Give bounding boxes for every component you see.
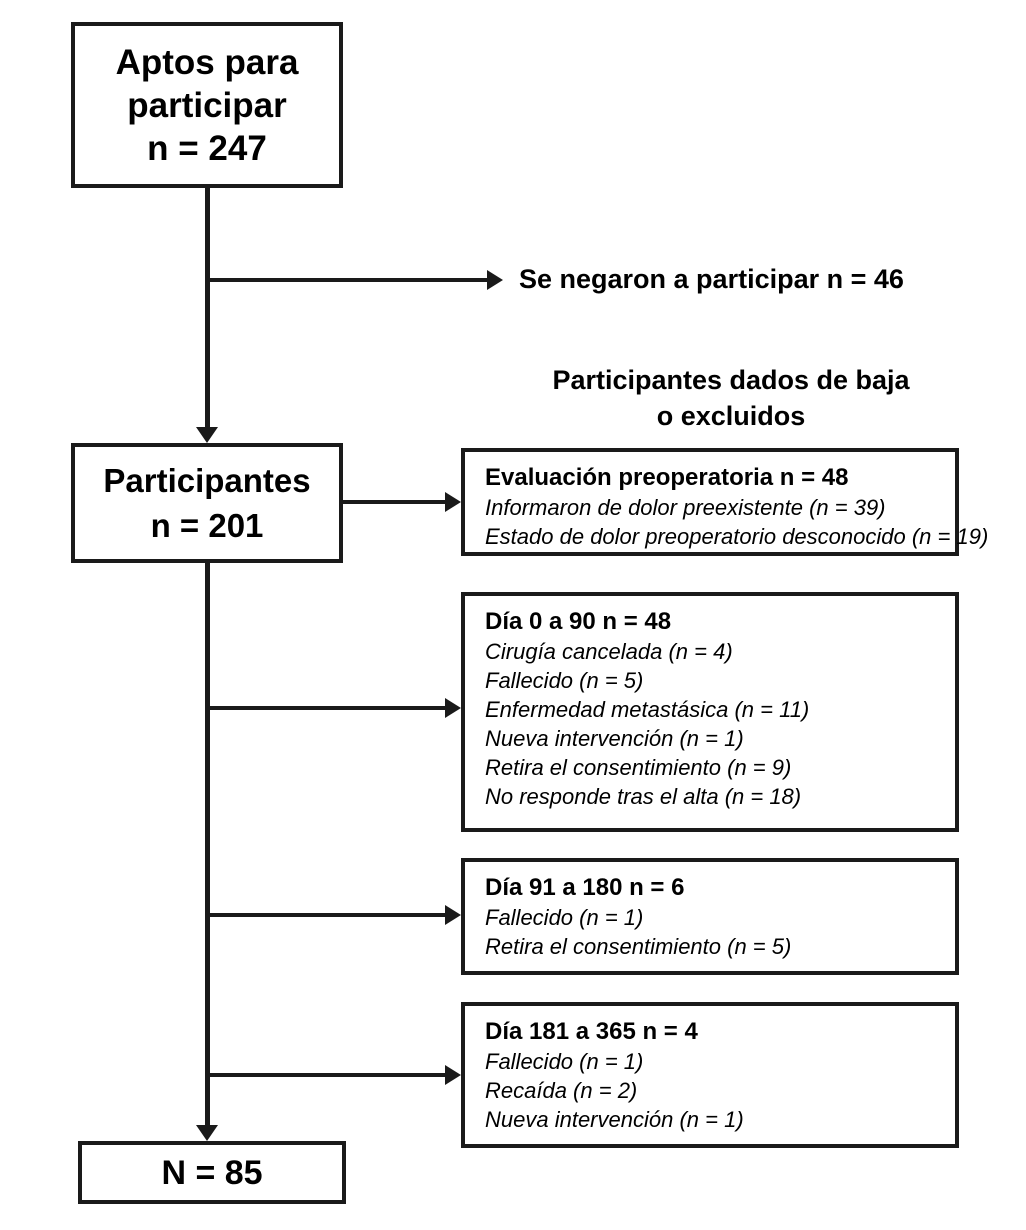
exclusion-box-day181-365-item: Recaída (n = 2) [485, 1078, 638, 1103]
exclusion-box-day181-365-item: Nueva intervención (n = 1) [485, 1107, 744, 1132]
exclusion-box-day0-90: Día 0 a 90 n = 48 Cirugía cancelada (n =… [461, 592, 959, 832]
connector-to-preop-box [341, 500, 445, 504]
node-participants-count: n = 201 [150, 507, 264, 544]
exclusion-box-day0-90-item: Enfermedad metastásica (n = 11) [485, 697, 810, 722]
heading-excluded-participants: Participantes dados de baja o excluidos [501, 362, 961, 434]
exclusion-box-day0-90-title: Día 0 a 90 n = 48 [485, 608, 672, 635]
arrowhead-to-final [196, 1125, 218, 1141]
heading-excluded-line2: o excluidos [656, 401, 806, 431]
arrowhead-to-day0-90-box [445, 698, 461, 718]
arrowhead-to-refused [487, 270, 503, 290]
node-participants-label: Participantes [103, 462, 311, 499]
exclusion-box-day91-180: Día 91 a 180 n = 6 Fallecido (n = 1) Ret… [461, 858, 959, 975]
exclusion-box-day91-180-item: Fallecido (n = 1) [485, 905, 644, 930]
arrowhead-to-day181-365-box [445, 1065, 461, 1085]
exclusion-box-day91-180-title: Día 91 a 180 n = 6 [485, 874, 685, 901]
connector-to-day181-365-box [205, 1073, 445, 1077]
exclusion-box-day181-365-title: Día 181 a 365 n = 4 [485, 1018, 698, 1045]
exclusion-box-day0-90-item: No responde tras el alta (n = 18) [485, 784, 802, 809]
exclusion-box-day181-365: Día 181 a 365 n = 4 Fallecido (n = 1) Re… [461, 1002, 959, 1148]
exclusion-box-day181-365-item: Fallecido (n = 1) [485, 1049, 644, 1074]
connector-to-day0-90-box [205, 706, 445, 710]
node-participants: Participantes n = 201 [71, 443, 343, 563]
arrowhead-to-participants [196, 427, 218, 443]
label-refused-to-participate: Se negaron a participar n = 46 [519, 264, 904, 294]
exclusion-box-day0-90-item: Nueva intervención (n = 1) [485, 726, 744, 751]
connector-to-refused [205, 278, 487, 282]
arrowhead-to-preop-box [445, 492, 461, 512]
exclusion-box-day0-90-item: Cirugía cancelada (n = 4) [485, 639, 733, 664]
node-eligible-line1: Aptos para [115, 42, 299, 82]
heading-excluded-line1: Participantes dados de baja [552, 365, 910, 395]
exclusion-box-preop-item: Estado de dolor preoperatorio desconocid… [485, 524, 989, 549]
exclusion-box-day91-180-item: Retira el consentimiento (n = 5) [485, 934, 792, 959]
exclusion-box-day0-90-item: Retira el consentimiento (n = 9) [485, 755, 792, 780]
node-eligible-line2: participar [127, 85, 287, 125]
connector-participants-to-final [205, 563, 210, 1126]
node-final-sample-label: N = 85 [161, 1153, 263, 1192]
node-eligible: Aptos para participar n = 247 [71, 22, 343, 188]
node-final-sample: N = 85 [78, 1141, 346, 1204]
exclusion-box-preop: Evaluación preoperatoria n = 48 Informar… [461, 448, 989, 556]
connector-eligible-to-participants [205, 188, 210, 428]
connector-to-day91-180-box [205, 913, 445, 917]
exclusion-box-preop-title: Evaluación preoperatoria n = 48 [485, 464, 849, 491]
arrowhead-to-day91-180-box [445, 905, 461, 925]
exclusion-box-preop-item: Informaron de dolor preexistente (n = 39… [485, 495, 886, 520]
node-eligible-count: n = 247 [147, 128, 267, 168]
exclusion-box-day0-90-item: Fallecido (n = 5) [485, 668, 644, 693]
